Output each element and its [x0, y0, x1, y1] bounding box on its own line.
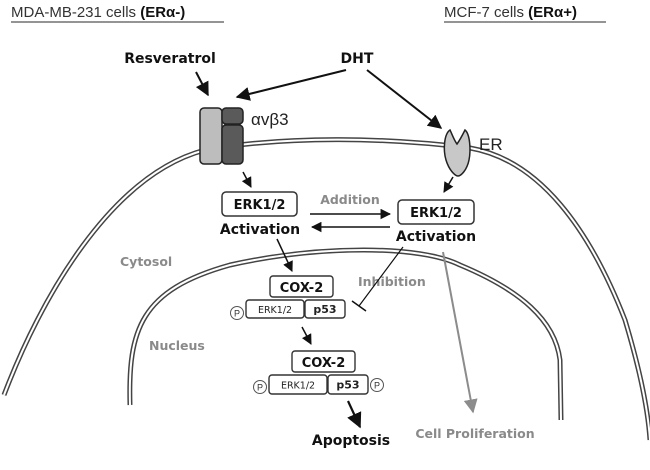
- cell-membrane: [1, 137, 650, 441]
- svg-text:MCF-7 cells (ERα+): MCF-7 cells (ERα+): [444, 4, 577, 21]
- erk-right-caption: Activation: [396, 229, 476, 245]
- complex-2-cox2-label: COX-2: [302, 356, 346, 371]
- complex-transition-arrow: [301, 326, 312, 345]
- nuclear-membrane: [127, 247, 564, 421]
- cytosol-label: Cytosol: [120, 254, 172, 269]
- complex-1-p53-label: p53: [313, 303, 336, 316]
- resveratrol-arrow: [195, 71, 209, 97]
- complex-2-erk: [268, 374, 328, 395]
- complex-2-erk-label: ERK1/2: [281, 381, 315, 392]
- erk-to-complex-arrow: [276, 238, 293, 272]
- complex-2-phospho-left-label: P: [257, 383, 263, 393]
- erk-right-box-label: ERK1/2: [410, 206, 462, 221]
- header-right-bold: (ERα+): [528, 4, 577, 21]
- addition-label: Addition: [320, 192, 380, 207]
- proliferation-label: Cell Proliferation: [415, 426, 534, 441]
- apoptosis-label: Apoptosis: [312, 433, 390, 449]
- dht-to-er-arrow: [366, 69, 443, 129]
- integrin-to-erk-arrow: [241, 171, 252, 188]
- complex-1-p53: [304, 299, 346, 319]
- erk-right-node: ERK1/2 Activation: [396, 199, 476, 245]
- apoptosis-arrow: [347, 400, 362, 429]
- complex-1-cox2: [269, 275, 334, 298]
- header-left: MDA-MB-231 cells (ERα-): [11, 4, 224, 23]
- complex-2-phospho-left: [253, 380, 267, 394]
- complex-1-cox2-label: COX-2: [280, 281, 324, 296]
- inhibition-bar: [351, 300, 367, 312]
- integrin-alpha-subunit: [199, 107, 223, 165]
- complex-2: COX-2 ERK1/2 p53 P P: [253, 350, 384, 395]
- proliferation-arrow: [442, 251, 478, 414]
- erk-left-box-label: ERK1/2: [234, 198, 286, 213]
- inhibition-line: [358, 246, 404, 307]
- integrin-beta-bottom: [221, 124, 244, 165]
- integrin-beta-top: [221, 107, 244, 125]
- complex-1-erk: [245, 299, 305, 319]
- header-left-bold: (ERα-): [140, 4, 185, 21]
- complex-2-phospho-right-label: P: [374, 381, 380, 391]
- integrin-receptor: αvβ3: [199, 107, 289, 165]
- integrin-label: αvβ3: [251, 110, 289, 129]
- er-label: ER: [479, 135, 503, 154]
- er-to-erk-arrow: [443, 176, 454, 193]
- complex-1: COX-2 ERK1/2 p53 P: [230, 275, 346, 320]
- complex-2-p53: [327, 374, 369, 395]
- er-receptor: ER: [443, 128, 503, 177]
- resveratrol-label: Resveratrol: [124, 51, 216, 67]
- nucleus-label: Nucleus: [149, 338, 205, 353]
- erk-left-node: ERK1/2 Activation: [220, 191, 300, 238]
- complex-2-p53-label: p53: [336, 379, 359, 392]
- dht-to-integrin-arrow: [235, 69, 347, 101]
- complex-1-phospho-label: P: [234, 309, 240, 319]
- header-right-text: MCF-7 cells: [444, 4, 528, 21]
- svg-text:MDA-MB-231 cells (ERα-): MDA-MB-231 cells (ERα-): [11, 4, 185, 21]
- header-right: MCF-7 cells (ERα+): [444, 4, 606, 23]
- complex-1-erk-label: ERK1/2: [258, 305, 292, 316]
- complex-2-cox2: [291, 350, 356, 373]
- complex-1-phospho: [230, 306, 244, 320]
- inhibition-label: Inhibition: [358, 274, 426, 289]
- complex-2-phospho-right: [370, 378, 384, 392]
- erk-left-caption: Activation: [220, 222, 300, 238]
- dht-label: DHT: [341, 51, 374, 67]
- header-left-text: MDA-MB-231 cells: [11, 4, 140, 21]
